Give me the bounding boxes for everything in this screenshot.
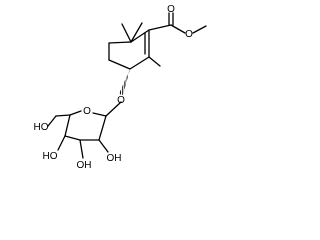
bond-c4-c5 (108, 59, 131, 70)
bond-c3prime-oh (79, 139, 84, 159)
bond-c2-carbonyl (148, 24, 172, 31)
hashed-wedge-c4-o (119, 69, 130, 95)
atom-label-oh-c3: OH (77, 160, 92, 171)
bond-methyl-a (121, 23, 132, 43)
atom-label-glycosidic-o: O (117, 95, 125, 106)
cyclohexene-ring (108, 29, 150, 70)
bond-c5prime-ch2 (55, 114, 71, 117)
atom-label-ch2oh: HO (34, 122, 49, 133)
bond-ch2-oh (47, 115, 57, 127)
bond-carbonyl-ester-o (170, 24, 186, 34)
atom-label-ring-o: O (83, 106, 91, 117)
atom-label-oh-c4: HO (43, 151, 58, 162)
bond-c1prime-c2prime (98, 115, 107, 141)
bond-c4prime-oh (57, 135, 66, 151)
bond-ester-o-methyl (192, 25, 207, 34)
pyranose-ring (64, 110, 107, 141)
bond-c5prime-ringo (69, 110, 82, 116)
bond-c2prime-oh (98, 139, 109, 153)
bond-c3prime-c4prime (64, 135, 81, 141)
bond-methyl-c3 (148, 56, 161, 67)
structure-diagram: O O O O HO HO OH OH (34, 4, 207, 171)
bond-ringo-c1prime (92, 112, 107, 117)
bond-c6-c1 (108, 41, 132, 44)
bond-glyco-o-c1prime (105, 101, 122, 117)
bond-c1-c2 (130, 29, 150, 43)
atom-label-ester-o: O (185, 29, 193, 40)
atom-label-carbonyl-o: O (167, 4, 175, 15)
bond-methyl-b (130, 22, 143, 43)
bond-c3-c4 (129, 56, 150, 70)
bond-c4prime-c5prime (64, 114, 71, 137)
atom-label-oh-c2: OH (107, 153, 122, 164)
